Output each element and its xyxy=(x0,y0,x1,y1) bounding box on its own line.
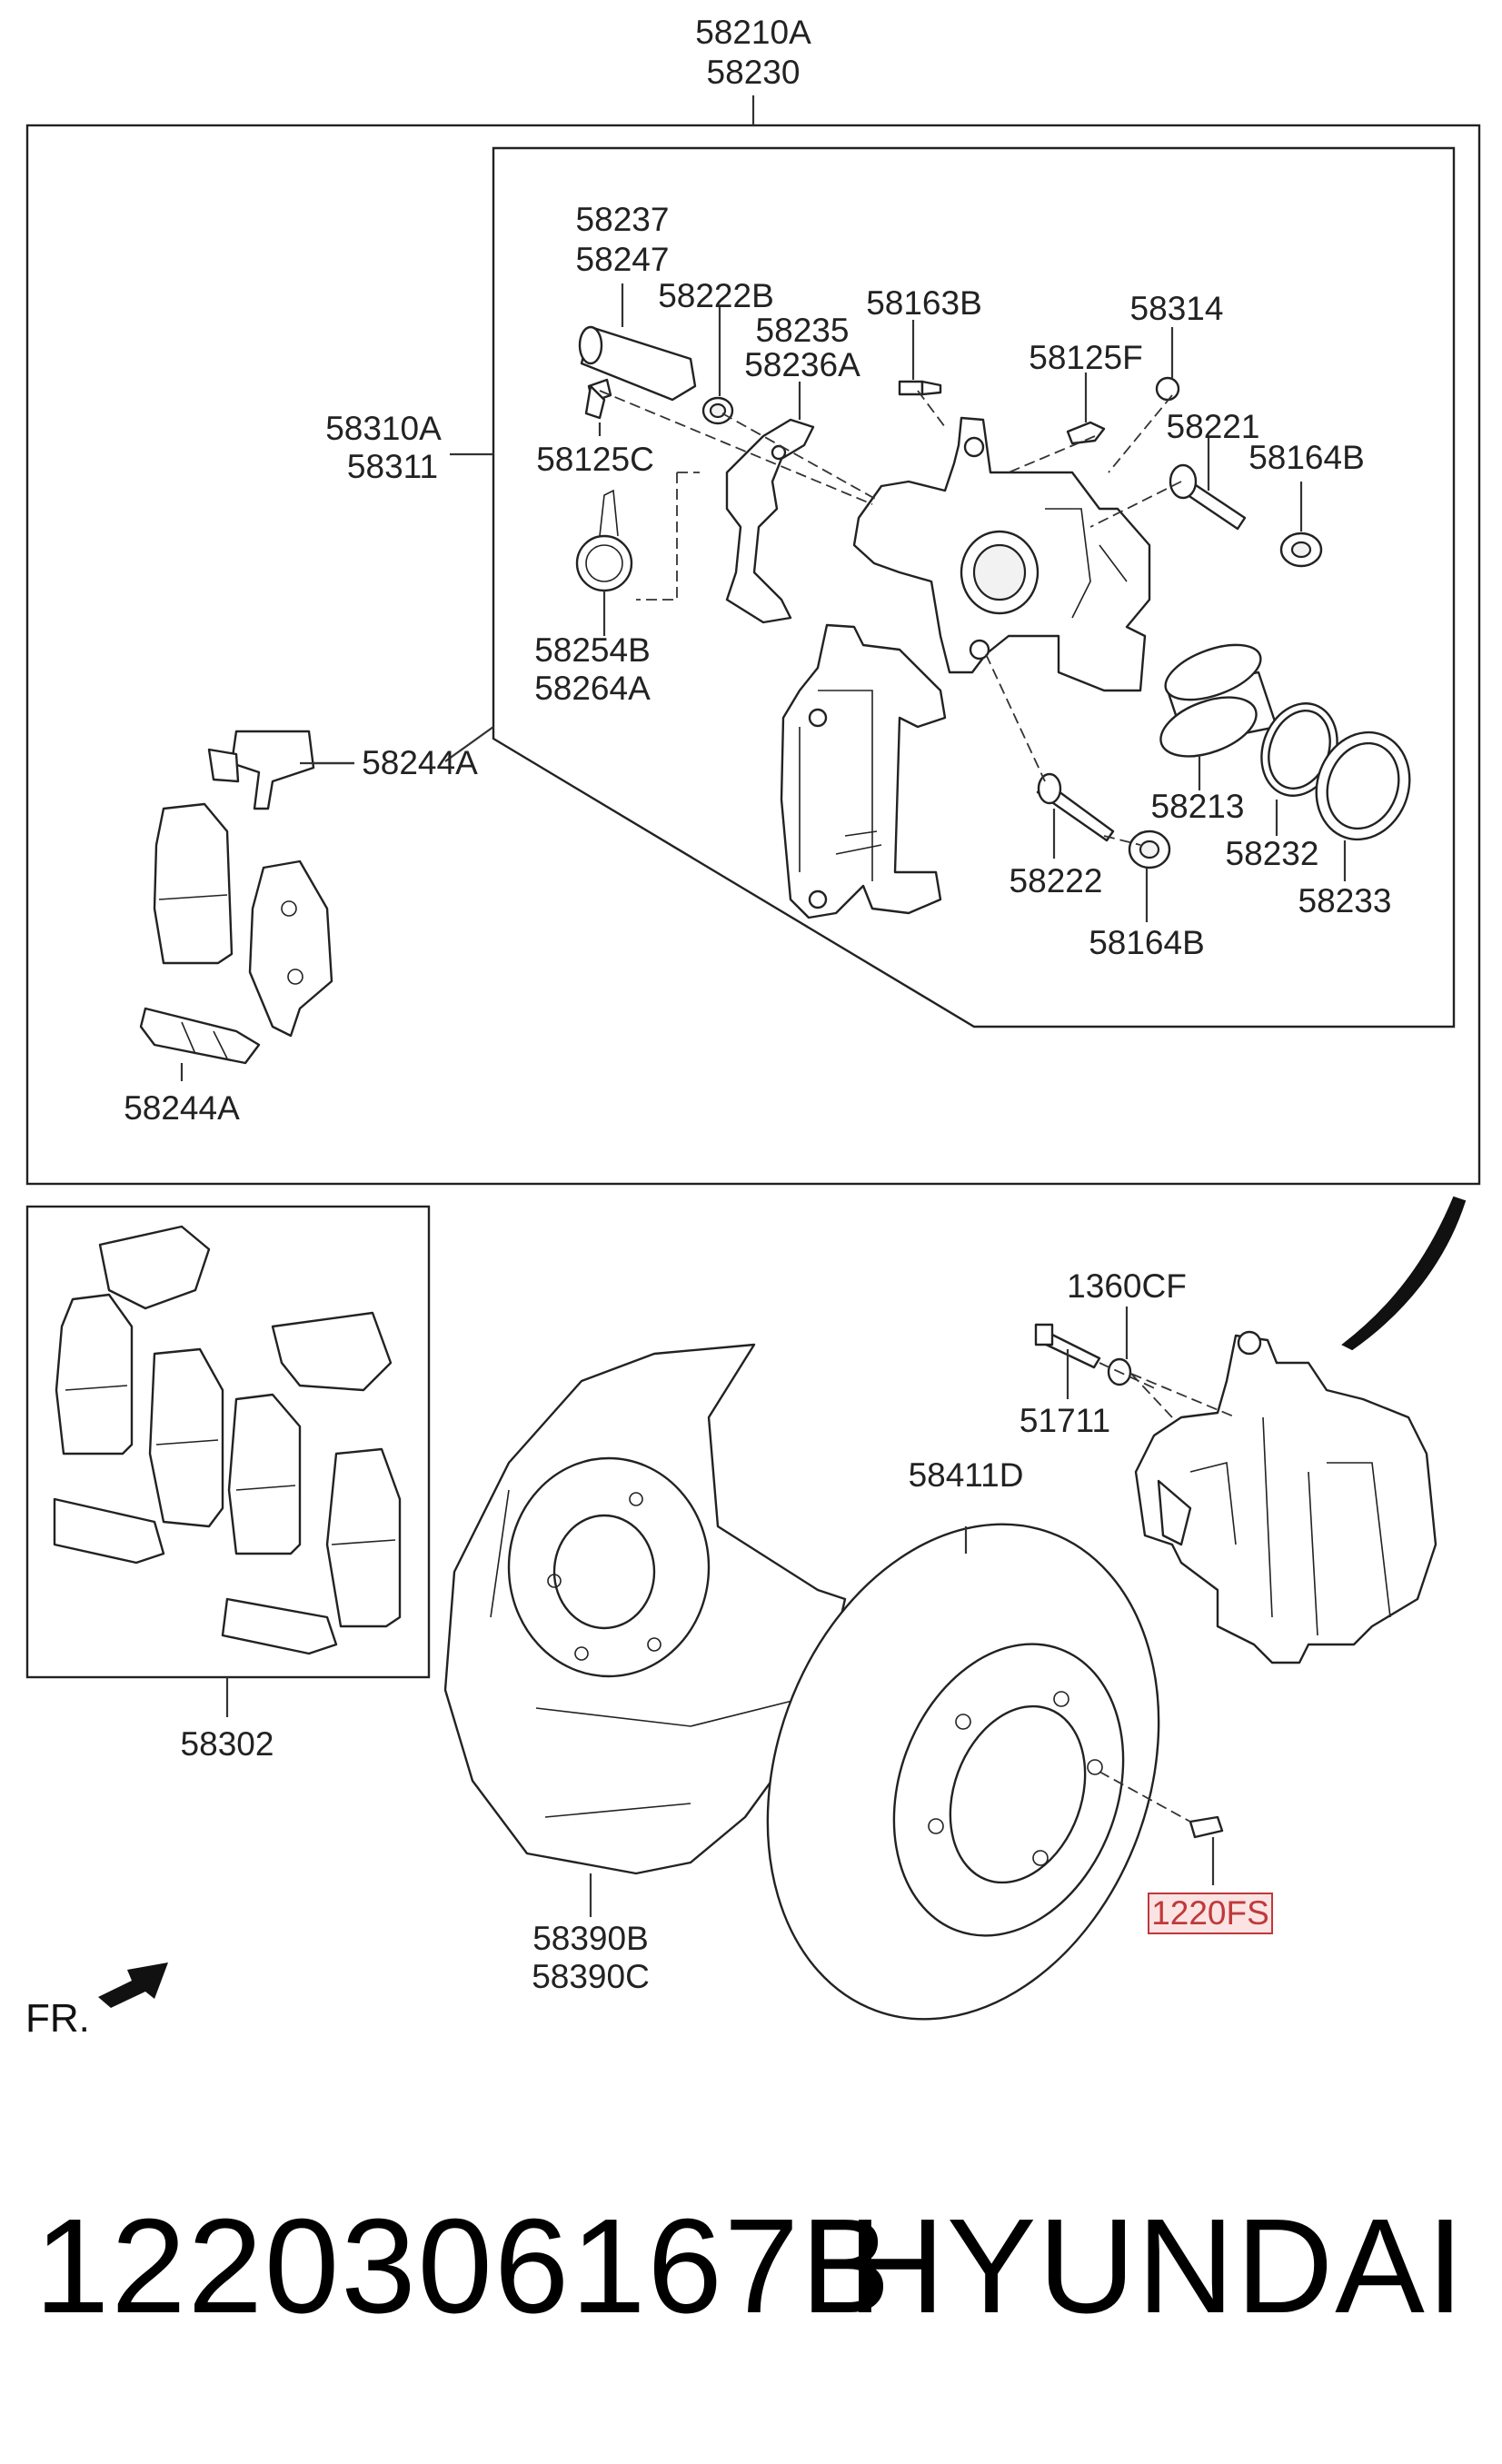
callout-58411d: 58411D xyxy=(909,1456,1024,1494)
sleeve-58164b-bottom xyxy=(1128,830,1171,922)
footer: 1220306167B HYUNDAI xyxy=(0,2181,1502,2353)
bleeder-screw-58125f xyxy=(1066,373,1106,445)
callout-58164b-top: 58164B xyxy=(1248,439,1365,476)
callout-58247: 58247 xyxy=(576,241,670,278)
callout-58236a: 58236A xyxy=(744,346,860,383)
brake-disc xyxy=(766,1523,1160,2021)
callout-58230: 58230 xyxy=(707,54,801,91)
callout-58125f: 58125F xyxy=(1029,339,1143,376)
caliper-body xyxy=(852,416,1151,692)
callout-58235: 58235 xyxy=(756,312,850,349)
assembly-arrow xyxy=(1341,1196,1467,1351)
piston-58213 xyxy=(1159,643,1278,790)
callout-58222b: 58222B xyxy=(658,277,774,314)
callout-58221: 58221 xyxy=(1167,408,1260,445)
sleeve-58164b-top xyxy=(1279,482,1323,568)
guide-bolt-58221 xyxy=(1169,436,1247,531)
assembled-caliper xyxy=(1134,1330,1437,1664)
callout-58233: 58233 xyxy=(1298,882,1392,919)
callout-58264a: 58264A xyxy=(534,670,651,707)
callout-58210a: 58210A xyxy=(695,14,811,51)
callout-58310a: 58310A xyxy=(325,410,442,447)
dust-shield xyxy=(443,1343,847,1917)
guide-pin-boot xyxy=(578,283,697,402)
front-arrow-icon xyxy=(98,1962,168,2008)
brake-pad-left xyxy=(153,802,234,965)
callout-1220fs: 1220FS xyxy=(1151,1894,1269,1932)
callout-58390b: 58390B xyxy=(532,1920,649,1957)
dust-boot-58233 xyxy=(1315,730,1411,881)
callout-58254b: 58254B xyxy=(534,631,651,669)
disc-screw xyxy=(1099,1771,1224,1885)
caliper-bracket xyxy=(780,623,947,919)
cap-58314 xyxy=(1155,327,1180,402)
callout-58244a-top: 58244A xyxy=(362,744,478,781)
callout-51711: 51711 xyxy=(1020,1402,1110,1439)
callout-1360cf: 1360CF xyxy=(1067,1267,1187,1305)
callout-58244a-bottom: 58244A xyxy=(124,1089,240,1127)
bolt-58163b xyxy=(898,320,942,396)
pad-kit-contents xyxy=(53,1225,402,1655)
callout-58164b-bottom: 58164B xyxy=(1089,924,1205,961)
part-number: 1220306167B xyxy=(35,2191,892,2341)
callout-58302: 58302 xyxy=(181,1725,274,1763)
callout-58213: 58213 xyxy=(1151,788,1245,825)
callout-1220fs-highlight xyxy=(1148,1893,1273,1934)
callout-58314: 58314 xyxy=(1130,290,1224,327)
callout-58163b: 58163B xyxy=(866,284,982,322)
callout-58125c: 58125C xyxy=(536,441,654,478)
callout-58311: 58311 xyxy=(347,448,438,485)
bolt-58222b xyxy=(701,307,734,425)
caliper-subassembly-box xyxy=(492,146,1456,1028)
guide-bolt-58222 xyxy=(1036,772,1115,859)
return-spring-58254b xyxy=(575,489,633,636)
callout-58390c: 58390C xyxy=(532,1958,650,1995)
pad-bracket-plate xyxy=(725,382,815,624)
callout-58222: 58222 xyxy=(1010,862,1103,899)
spring-clip-58125c xyxy=(584,384,606,436)
callout-58237: 58237 xyxy=(576,201,670,238)
pad-clips-top xyxy=(207,730,354,810)
brand-name: HYUNDAI xyxy=(847,2191,1466,2341)
bolt-51711 xyxy=(1034,1323,1101,1399)
callout-58232: 58232 xyxy=(1226,835,1319,872)
seal-58232 xyxy=(1260,702,1338,836)
brake-pad-right xyxy=(248,859,333,1038)
orientation-label: FR. xyxy=(25,1996,90,2041)
pad-clips-bottom xyxy=(139,1007,261,1081)
